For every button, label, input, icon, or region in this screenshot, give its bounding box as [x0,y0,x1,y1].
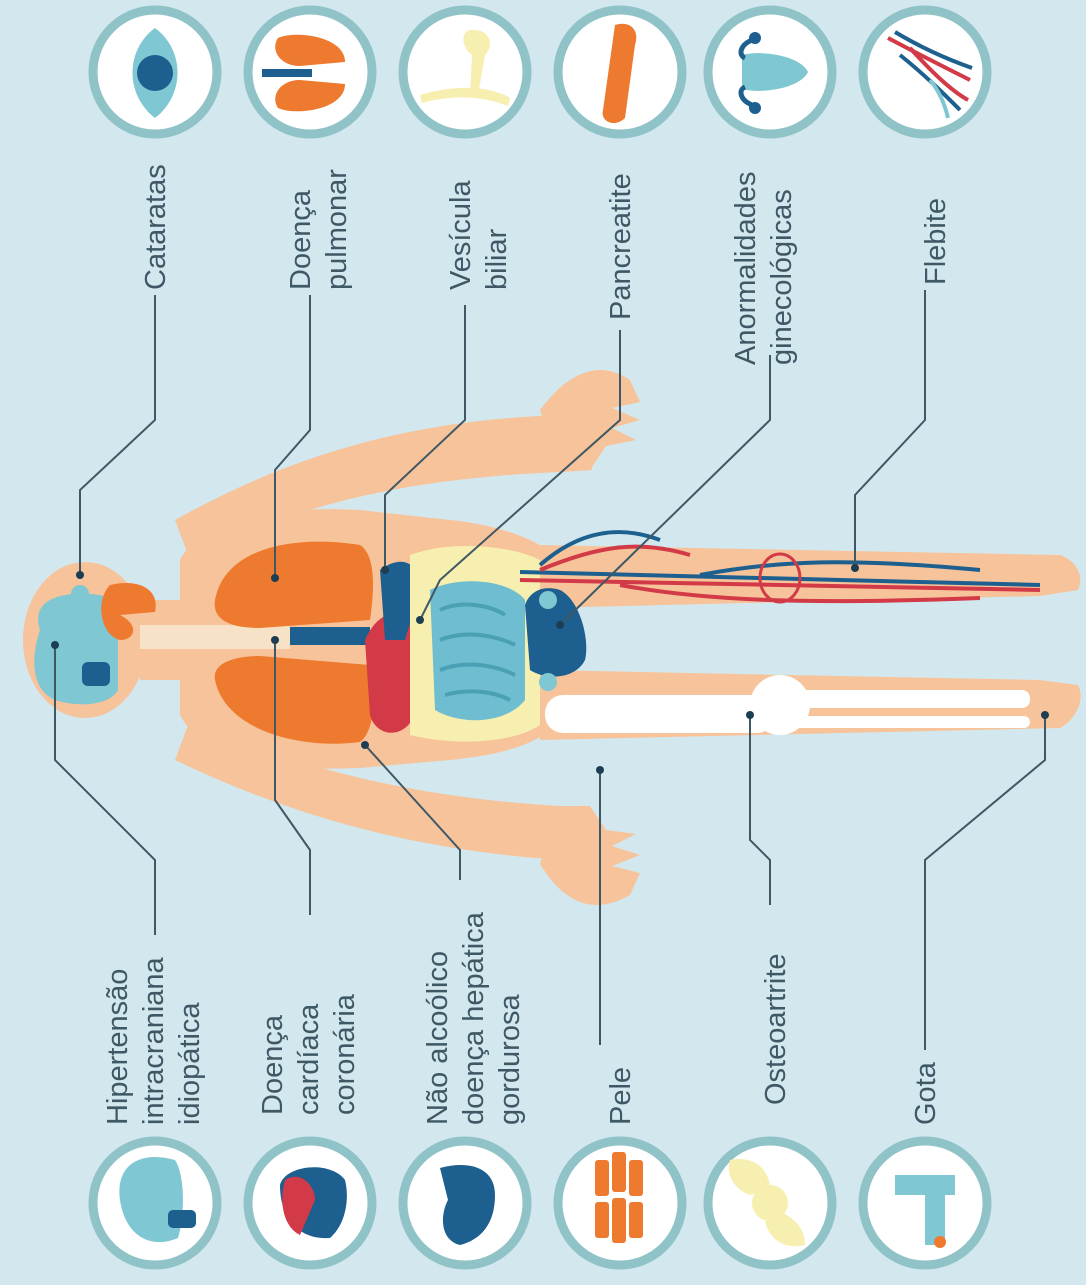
label-pancreatite: Pancreatite [605,173,637,320]
brain-stem [82,662,110,686]
leader-cataratas [80,295,155,575]
top-labels: Cataratas Doença pulmonar Vesícula bilia… [140,163,952,365]
label-vesicula-biliar: Vesícula biliar [445,172,513,290]
label-doenca-cardiaca: Doença cardíaca coronária [257,993,361,1115]
label-pele: Pele [605,1067,637,1125]
icon-ring-vesicula-biliar [403,10,527,134]
label-doenca-pulmonar: Doença pulmonar [285,169,353,290]
eye-marker [71,585,89,603]
label-nao-alcoolico: Não alcoólico doença hepática gordurosa [422,904,526,1125]
intestines [430,581,525,720]
bottom-icons [93,1141,987,1265]
label-anormalidades: Anormalidades ginecológicas [730,163,798,365]
human-body-figure [23,370,1081,905]
leader-osteoartrite [750,715,770,905]
icon-ring-flebite [863,10,987,134]
label-hipertensao: Hipertensão intracraniana idiopática [102,949,206,1125]
lower-hand [540,806,640,905]
leader-flebite [855,290,925,568]
bottom-labels: Hipertensão intracraniana idiopática Doe… [102,904,942,1125]
trachea [140,625,290,649]
label-gota: Gota [910,1061,942,1125]
label-cataratas: Cataratas [140,164,172,290]
label-osteoartrite: Osteoartrite [760,954,792,1106]
bronchi [290,627,370,645]
top-icons [93,10,987,134]
leader-gota [925,715,1045,1050]
label-flebite: Flebite [920,198,952,285]
